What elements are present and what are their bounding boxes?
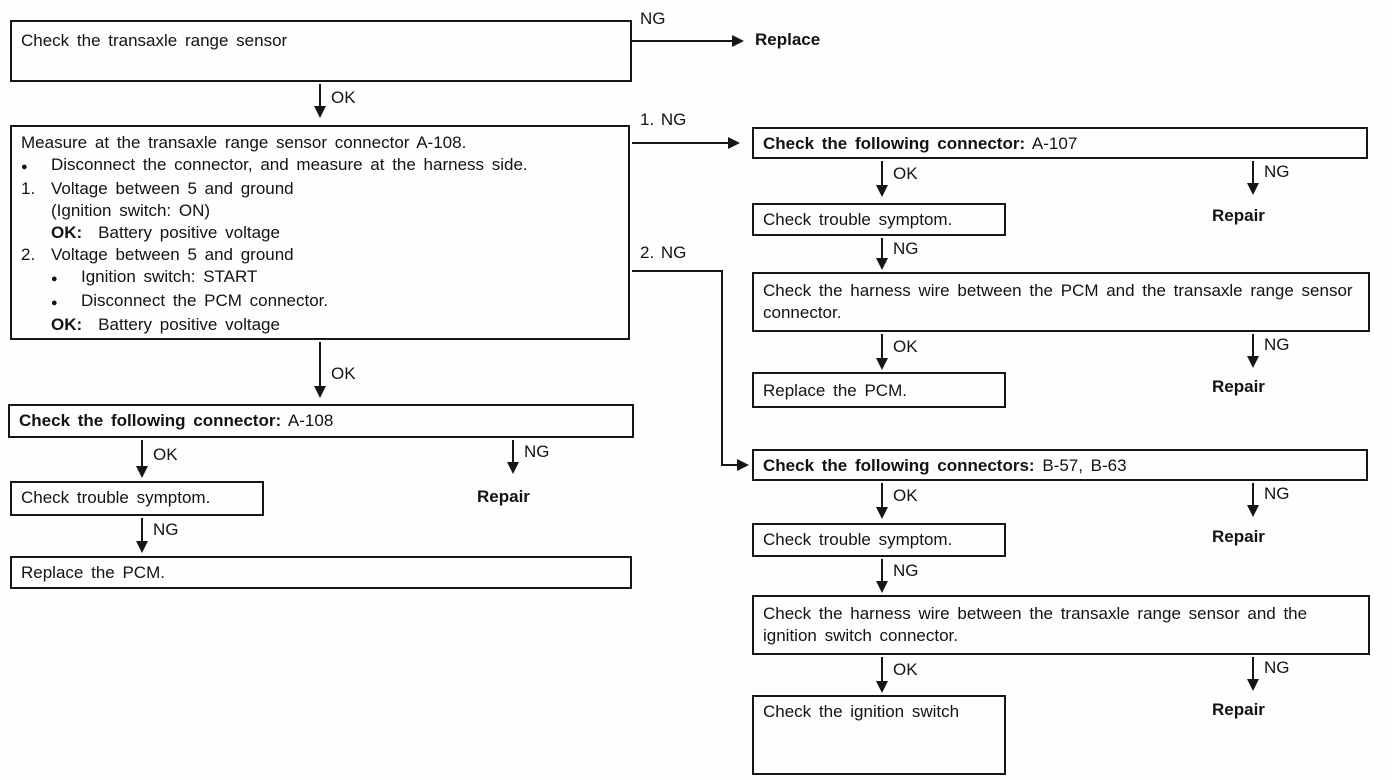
edge-line <box>141 440 143 467</box>
arrowhead-down-icon <box>876 581 888 593</box>
edge-line <box>721 464 739 466</box>
measure-step-2-ok: OK:Battery positive voltage <box>51 315 280 334</box>
edge-label-ok: OK <box>893 486 918 505</box>
node-replace-pcm-right: Replace the PCM. <box>752 372 1006 408</box>
arrowhead-down-icon <box>876 185 888 197</box>
edge-label-ng: NG <box>153 520 179 539</box>
edge-line <box>141 518 143 542</box>
measure-step-1: 1.Voltage between 5 and ground <box>21 179 294 198</box>
edge-label-ng: NG <box>1264 162 1290 181</box>
edge-line <box>319 342 321 387</box>
node-check-harness-pcm-sensor: Check the harness wire between the PCM a… <box>752 272 1370 332</box>
arrowhead-right-icon <box>732 35 744 47</box>
arrowhead-down-icon <box>876 507 888 519</box>
edge-line <box>721 270 723 466</box>
edge-line <box>881 483 883 508</box>
edge-label-ng: NG <box>893 239 919 258</box>
edge-line <box>881 559 883 582</box>
edge-line <box>1252 334 1254 357</box>
measure-title: Measure at the transaxle range sensor co… <box>21 133 467 152</box>
edge-line <box>881 161 883 186</box>
edge-line <box>881 334 883 359</box>
edge-label-ng: NG <box>893 561 919 580</box>
measure-bullet-1: ●Disconnect the connector, and measure a… <box>21 154 619 178</box>
terminal-repair: Repair <box>1212 527 1265 546</box>
edge-line <box>632 40 734 42</box>
edge-line <box>1252 161 1254 184</box>
bullet-icon: ● <box>21 161 28 173</box>
edge-line <box>1252 657 1254 680</box>
measure-step-1-ok: OK:Battery positive voltage <box>51 223 280 242</box>
arrowhead-down-icon <box>1247 183 1259 195</box>
edge-label-ok: OK <box>331 88 356 107</box>
edge-label-ng: NG <box>640 9 666 28</box>
bullet-icon: ● <box>51 297 58 309</box>
node-check-trouble-symptom-b57: Check trouble symptom. <box>752 523 1006 557</box>
arrowhead-down-icon <box>1247 356 1259 368</box>
terminal-repair: Repair <box>1212 700 1265 719</box>
node-check-connectors-b57-b63: Check the following connectors: B-57, B-… <box>752 449 1368 481</box>
arrowhead-down-icon <box>1247 505 1259 517</box>
arrowhead-down-icon <box>136 466 148 478</box>
node-check-ignition-switch: Check the ignition switch <box>752 695 1006 775</box>
edge-label-ok: OK <box>331 364 356 383</box>
arrowhead-down-icon <box>507 462 519 474</box>
edge-label-ok: OK <box>893 660 918 679</box>
node-measure-connector-a108: Measure at the transaxle range sensor co… <box>10 125 630 340</box>
edge-line <box>632 270 723 272</box>
node-check-harness-sensor-ignition: Check the harness wire between the trans… <box>752 595 1370 655</box>
edge-line <box>881 238 883 259</box>
arrowhead-down-icon <box>314 106 326 118</box>
measure-step-2: 2.Voltage between 5 and ground <box>21 245 294 264</box>
arrowhead-down-icon <box>876 258 888 270</box>
measure-step-1-condition: (Ignition switch: ON) <box>51 201 211 220</box>
node-check-connector-a107: Check the following connector: A-107 <box>752 127 1368 159</box>
arrowhead-down-icon <box>876 358 888 370</box>
edge-line <box>632 142 730 144</box>
edge-label-ng: NG <box>1264 335 1290 354</box>
edge-label-ok: OK <box>893 164 918 183</box>
arrowhead-down-icon <box>1247 679 1259 691</box>
node-check-transaxle-range-sensor: Check the transaxle range sensor <box>10 20 632 82</box>
edge-label-ng: NG <box>1264 658 1290 677</box>
terminal-repair: Repair <box>1212 377 1265 396</box>
node-text: Check the transaxle range sensor <box>21 31 288 50</box>
arrowhead-down-icon <box>136 541 148 553</box>
edge-label-ng: NG <box>524 442 550 461</box>
arrowhead-down-icon <box>876 681 888 693</box>
arrowhead-right-icon <box>728 137 740 149</box>
edge-label-ok: OK <box>153 445 178 464</box>
edge-line <box>881 657 883 682</box>
edge-line <box>512 440 514 463</box>
measure-step-2-bullet-2: ●Disconnect the PCM connector. <box>21 290 619 314</box>
edge-label-1-ng: 1. NG <box>640 110 687 129</box>
edge-label-2-ng: 2. NG <box>640 243 687 262</box>
bullet-icon: ● <box>51 273 58 285</box>
edge-line <box>319 84 321 107</box>
edge-line <box>1252 483 1254 506</box>
edge-label-ok: OK <box>893 337 918 356</box>
node-check-connector-a108: Check the following connector: A-108 <box>8 404 634 438</box>
node-check-trouble-symptom-a107: Check trouble symptom. <box>752 203 1006 236</box>
node-replace-pcm-left: Replace the PCM. <box>10 556 632 589</box>
terminal-replace: Replace <box>755 30 821 49</box>
arrowhead-right-icon <box>737 459 749 471</box>
terminal-repair: Repair <box>1212 206 1265 225</box>
edge-label-ng: NG <box>1264 484 1290 503</box>
arrowhead-down-icon <box>314 386 326 398</box>
node-check-trouble-symptom-left: Check trouble symptom. <box>10 481 264 516</box>
measure-step-2-bullet-1: ●Ignition switch: START <box>21 266 619 290</box>
terminal-repair: Repair <box>477 487 530 506</box>
